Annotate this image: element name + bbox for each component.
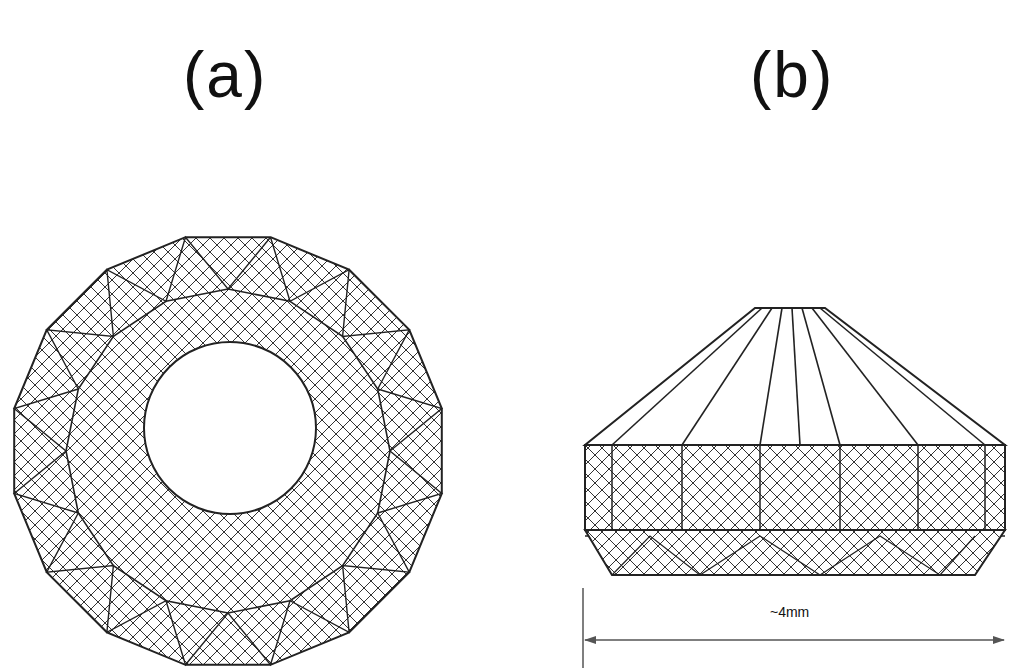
crown-line: [612, 308, 762, 445]
crown-line: [820, 308, 985, 445]
crown-facets: [612, 308, 985, 445]
crown-line: [760, 308, 782, 445]
crown-line: [802, 308, 840, 445]
view-label: (b): [750, 43, 834, 107]
pavilion: [585, 530, 1005, 575]
facet-ring: [66, 289, 390, 613]
crown-line: [792, 308, 800, 445]
crown-line: [682, 308, 772, 445]
outline: [14, 237, 442, 665]
dimension-label: ~4mm: [767, 605, 812, 619]
view-label: (a): [183, 43, 267, 107]
hatched-facets: [14, 237, 442, 665]
dimension-line: [583, 588, 1004, 668]
table-facet: [144, 342, 316, 514]
crown: [585, 308, 1005, 445]
pavilion-facets: [612, 536, 975, 575]
top-view: [14, 237, 442, 665]
facet-lines: [14, 237, 442, 665]
girdle-facets: [585, 445, 1005, 536]
side-view: [585, 308, 1005, 575]
girdle: [585, 445, 1005, 530]
